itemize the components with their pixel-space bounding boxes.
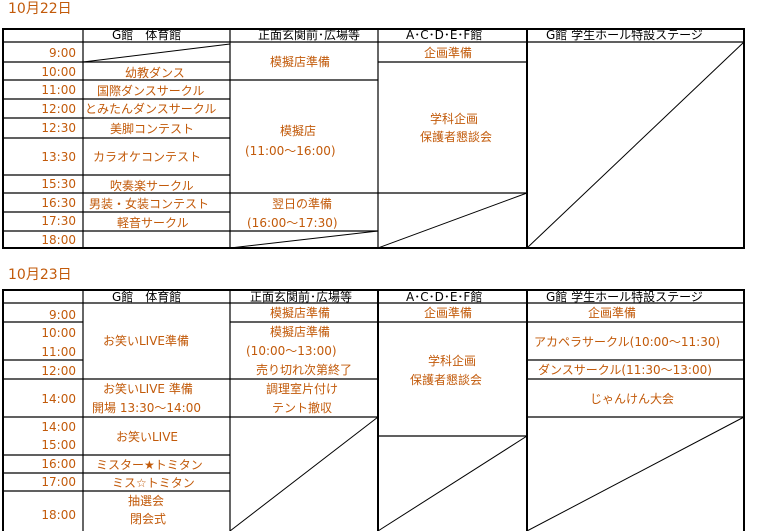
- time-cell: 11:00: [41, 83, 76, 97]
- event-acdef: 学科企画: [430, 112, 479, 126]
- event-acdef: 学科企画: [428, 354, 477, 368]
- time-cell: 18:00: [41, 508, 76, 522]
- event-plaza: 模擬店準備: [270, 55, 331, 69]
- time-cell: 16:00: [41, 457, 76, 471]
- header-gym-2: G館 体育館: [112, 290, 182, 304]
- time-cell: 16:30: [41, 196, 76, 210]
- event-stage: じゃんけん大会: [590, 392, 675, 406]
- event-plaza: 模擬店準備: [270, 325, 331, 339]
- event-plaza: 模擬店: [280, 124, 317, 138]
- event-gym: お笑いLIVE 準備: [103, 382, 193, 396]
- time-cell: 12:30: [41, 121, 76, 135]
- event-stage: 企画準備: [588, 306, 637, 320]
- event-plaza: 調理室片付け: [266, 382, 339, 396]
- event-acdef: 企画準備: [424, 306, 473, 320]
- event-acdef: 保護者懇談会: [420, 130, 493, 144]
- time-cell: 18:00: [41, 233, 76, 247]
- event-gym: 軽音サークル: [117, 216, 189, 230]
- time-cell: 9:00: [49, 308, 76, 322]
- event-gym: 吹奏楽サークル: [110, 179, 194, 193]
- header-gym-1: G館 体育館: [112, 28, 182, 42]
- header-stage-1: G館 学生ホール特設ステージ: [546, 28, 703, 42]
- header-stage-2: G館 学生ホール特設ステージ: [546, 290, 703, 304]
- event-gym: お笑いLIVE: [116, 430, 179, 444]
- event-stage: アカペラサークル(10:00～11:30): [534, 335, 721, 349]
- event-plaza: (11:00～16:00): [245, 144, 336, 158]
- event-plaza: (10:00～13:00): [246, 344, 337, 358]
- event-gym: お笑いLIVE準備: [103, 334, 190, 348]
- event-gym: 開場 13:30～14:00: [92, 401, 201, 415]
- event-plaza: 翌日の準備: [272, 197, 333, 211]
- event-gym: とみたんダンスサークル: [85, 102, 217, 116]
- time-cell: 14:00: [41, 420, 76, 434]
- time-cell: 12:00: [41, 364, 76, 378]
- event-plaza: 売り切れ次第終了: [256, 363, 353, 377]
- time-cell: 17:30: [41, 214, 76, 228]
- event-gym: ミスター★トミタン: [96, 458, 203, 472]
- event-gym: 抽選会: [128, 494, 165, 508]
- event-gym: カラオケコンテスト: [93, 150, 202, 164]
- time-cell: 12:00: [41, 102, 76, 116]
- time-cell: 14:00: [41, 392, 76, 406]
- header-plaza-1: 正面玄関前･広場等: [258, 28, 361, 42]
- header-acdef-2: A･C･D･E･F館: [406, 290, 483, 304]
- time-cell: 10:00: [41, 326, 76, 340]
- time-cell: 17:00: [41, 475, 76, 489]
- event-plaza: 模擬店準備: [270, 306, 331, 320]
- header-acdef-1: A･C･D･E･F館: [406, 28, 483, 42]
- event-plaza: (16:00～17:30): [247, 216, 338, 230]
- header-plaza-2: 正面玄関前･広場等: [250, 290, 353, 304]
- event-stage: ダンスサークル(11:30～13:00): [538, 363, 712, 377]
- time-cell: 11:00: [41, 345, 76, 359]
- date-heading-oct23: 10月23日: [8, 267, 72, 283]
- time-cell: 15:30: [41, 177, 76, 191]
- time-cell: 13:30: [41, 150, 76, 164]
- event-gym: 美脚コンテスト: [110, 122, 195, 136]
- event-gym: 国際ダンスサークル: [97, 84, 205, 98]
- date-heading-oct22: 10月22日: [8, 1, 72, 17]
- event-gym: 幼教ダンス: [125, 66, 185, 80]
- event-gym: ミス☆トミタン: [112, 476, 195, 490]
- event-acdef: 保護者懇談会: [410, 373, 483, 387]
- event-acdef: 企画準備: [424, 46, 473, 60]
- time-cell: 10:00: [41, 65, 76, 79]
- event-gym: 男装・女装コンテスト: [89, 197, 210, 211]
- event-gym: 閉会式: [130, 512, 167, 526]
- time-cell: 9:00: [49, 46, 76, 60]
- event-plaza: テント撤収: [272, 401, 333, 415]
- time-cell: 15:00: [41, 438, 76, 452]
